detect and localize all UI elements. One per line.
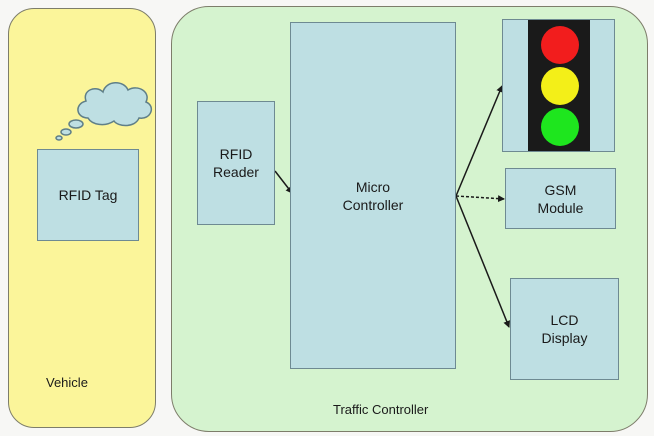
- traffic-light-box: [502, 19, 615, 152]
- micro-to-gsm-arrow: [455, 195, 505, 203]
- rfid-tag-box: RFID Tag: [37, 149, 139, 241]
- lcd-display-box: LCD Display: [510, 278, 619, 380]
- gsm-module-box: GSM Module: [505, 168, 616, 229]
- yellow-lamp-icon: [541, 67, 579, 105]
- red-lamp-icon: [541, 26, 579, 64]
- micro-to-lcd-arrow: [455, 195, 510, 328]
- micro-controller-box: Micro Controller: [290, 22, 456, 369]
- traffic-controller-label: Traffic Controller: [333, 402, 429, 417]
- thought-cloud-icon: [55, 82, 153, 141]
- reader-to-micro-arrow: [274, 170, 293, 194]
- green-lamp-icon: [541, 108, 579, 146]
- rfid-reader-box: RFID Reader: [197, 101, 275, 225]
- traffic-light-icon: [528, 20, 590, 151]
- micro-to-signal-arrow: [455, 85, 503, 197]
- vehicle-label: Vehicle: [46, 375, 88, 390]
